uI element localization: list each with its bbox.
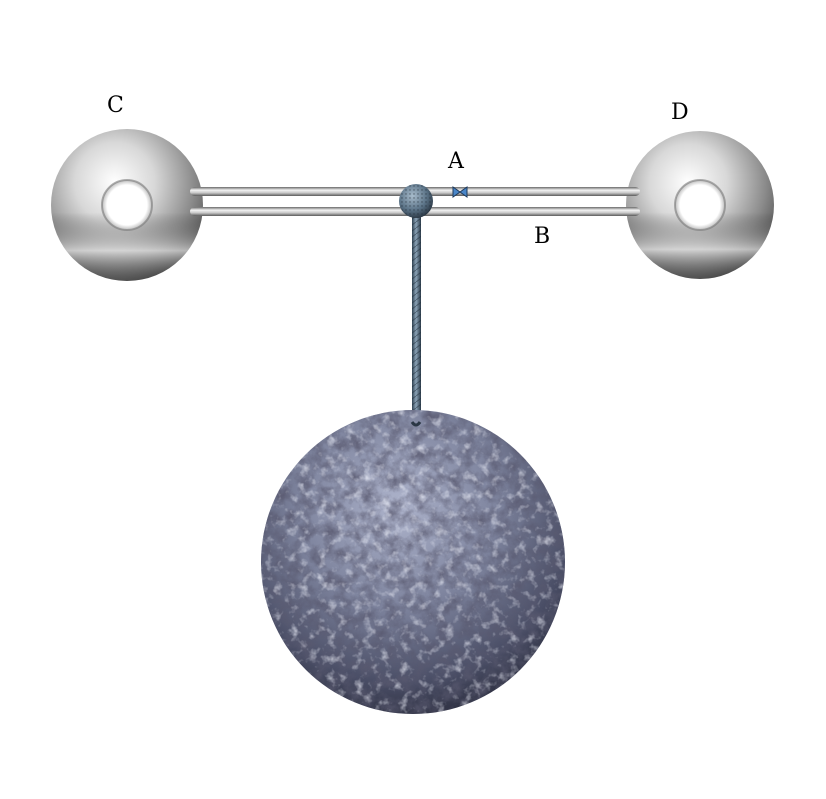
bowtie-icon: [452, 186, 468, 198]
label-d: D: [671, 100, 689, 125]
label-b: B: [534, 224, 550, 249]
rope: [412, 208, 421, 436]
stone-ball: [261, 410, 565, 714]
torus-ring-left: [51, 129, 203, 281]
pivot-knot: [399, 184, 433, 218]
label-a: A: [447, 149, 465, 174]
torus-ring-right: [626, 131, 774, 279]
label-c: C: [107, 93, 124, 118]
